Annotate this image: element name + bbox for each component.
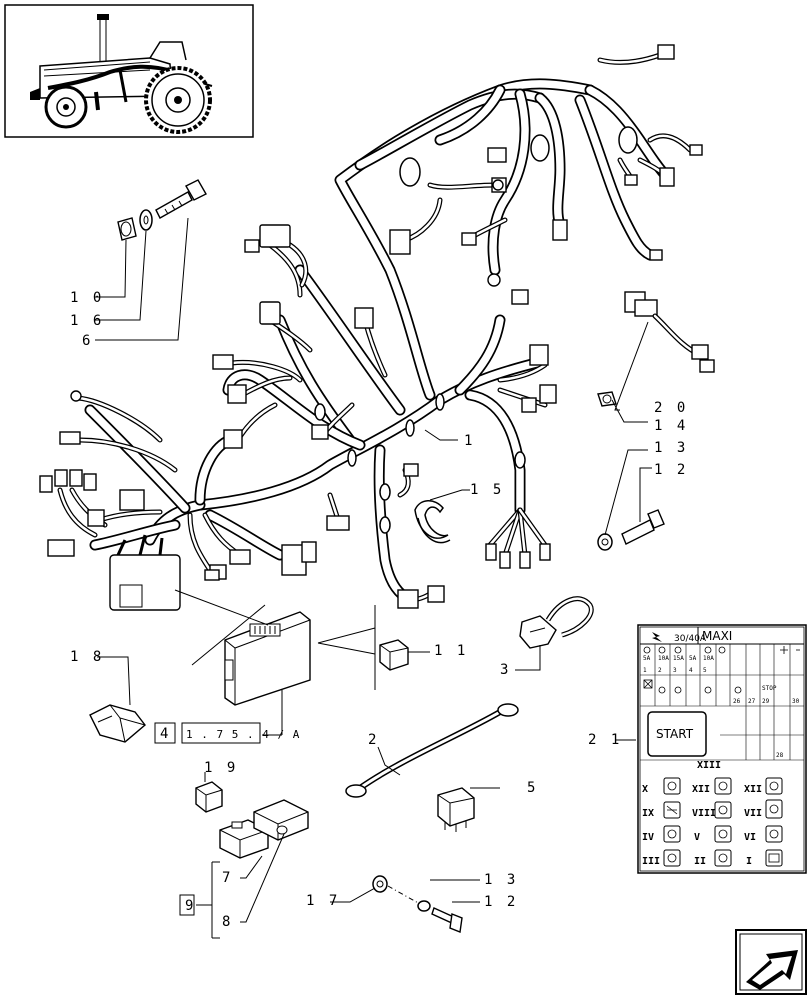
callout-6: 6 (82, 333, 93, 349)
relay-number: XII (692, 784, 710, 795)
fuse-number: 26 (733, 698, 741, 705)
callout-1: 1 (464, 433, 475, 449)
callout-2: 2 (368, 732, 379, 748)
nut-10[interactable] (117, 217, 137, 241)
callout-13: 1 3 (484, 872, 518, 888)
callout-19: 1 9 (204, 760, 238, 776)
reference-box[interactable] (154, 722, 261, 744)
fuse-holder-8[interactable] (253, 799, 309, 841)
callout-16: 1 6 (70, 313, 104, 329)
connector-20[interactable] (624, 291, 715, 373)
relay-number: IX (642, 808, 654, 819)
maxi-rating: 30/40A (674, 634, 707, 644)
tractor-thumbnail[interactable] (4, 4, 254, 138)
callout-3: 3 (500, 662, 511, 678)
relay-number: I (746, 856, 752, 867)
stop-label: STOP (762, 685, 777, 692)
wiring-harness[interactable] (84, 78, 674, 606)
callout-20: 2 0 (654, 400, 688, 416)
callout-8: 8 (222, 914, 233, 930)
fuse-number: 29 (762, 698, 770, 705)
fuse-rating: 15A (673, 655, 684, 662)
fuse-number: 28 (776, 752, 784, 759)
fuse-number: 30 (792, 698, 800, 705)
fuse-number: 3 (673, 667, 677, 674)
fuse-number: 1 (643, 667, 647, 674)
callout-17: 1 7 (306, 893, 340, 909)
relay-number: VIII (692, 808, 716, 819)
relay-11[interactable] (379, 639, 409, 671)
fuse-number: 5 (703, 667, 707, 674)
clip-15[interactable] (414, 500, 451, 544)
fuse-rating: 10A (658, 655, 669, 662)
reference-code[interactable]: 1 . 7 5 . 4 / A (186, 728, 300, 741)
relay-number: VII (744, 808, 762, 819)
relay-19[interactable] (195, 781, 223, 813)
callout-9: 9 (185, 898, 196, 914)
harness-connectors[interactable] (39, 44, 703, 611)
fuse-relay-panel[interactable]: 30/40A MAXI 1 2 3 4 5 26 27 28 (637, 624, 807, 874)
relay-number: IV (642, 832, 654, 843)
bracket-9 (179, 861, 220, 939)
screw-17[interactable] (372, 875, 463, 933)
callout-12: 1 2 (484, 894, 518, 910)
ground-cable-2[interactable] (345, 703, 519, 798)
fuse-number: 4 (689, 667, 693, 674)
connector-18[interactable] (89, 704, 146, 743)
relay-number: III (642, 856, 660, 867)
next-page-arrow-icon[interactable] (735, 929, 807, 995)
fuse-rating: 10A (703, 655, 714, 662)
start-relay-label: START (656, 727, 694, 741)
fuse-rating: 5A (643, 655, 651, 662)
wire-leads (57, 52, 693, 603)
callout-18: 1 8 (70, 649, 104, 665)
callout-12: 1 2 (654, 462, 688, 478)
callout-10: 1 0 (70, 290, 104, 306)
callout-14: 1 4 (654, 418, 688, 434)
nut-14[interactable] (597, 391, 617, 407)
callout-21: 2 1 (588, 732, 622, 748)
bolt-12[interactable] (621, 509, 665, 545)
callout-11: 1 1 (434, 643, 468, 659)
relay-number: XII (744, 784, 762, 795)
relay-5[interactable] (437, 787, 475, 832)
relay-number: VI (744, 832, 756, 843)
bolt-6[interactable] (155, 179, 207, 219)
leader-lines (95, 217, 652, 923)
fuse-number: 27 (748, 698, 756, 705)
fuse-number: 2 (658, 667, 662, 674)
relay-number: V (694, 832, 700, 843)
control-unit[interactable] (174, 589, 376, 736)
washer-13[interactable] (597, 533, 613, 551)
lightning-icon (652, 632, 662, 642)
maxi-label: MAXI (702, 629, 732, 643)
connector-3[interactable] (519, 596, 594, 649)
fuse-rating: 5A (689, 655, 697, 662)
reference-page-number[interactable]: 4 (160, 726, 171, 742)
relay-number: II (694, 856, 706, 867)
callout-13: 1 3 (654, 440, 688, 456)
relay-number: X (642, 784, 648, 795)
washer-16[interactable] (139, 209, 153, 231)
callout-7: 7 (222, 870, 233, 886)
callout-5: 5 (527, 780, 538, 796)
callout-15: 1 5 (470, 482, 504, 498)
relay-number: XIII (697, 760, 721, 771)
